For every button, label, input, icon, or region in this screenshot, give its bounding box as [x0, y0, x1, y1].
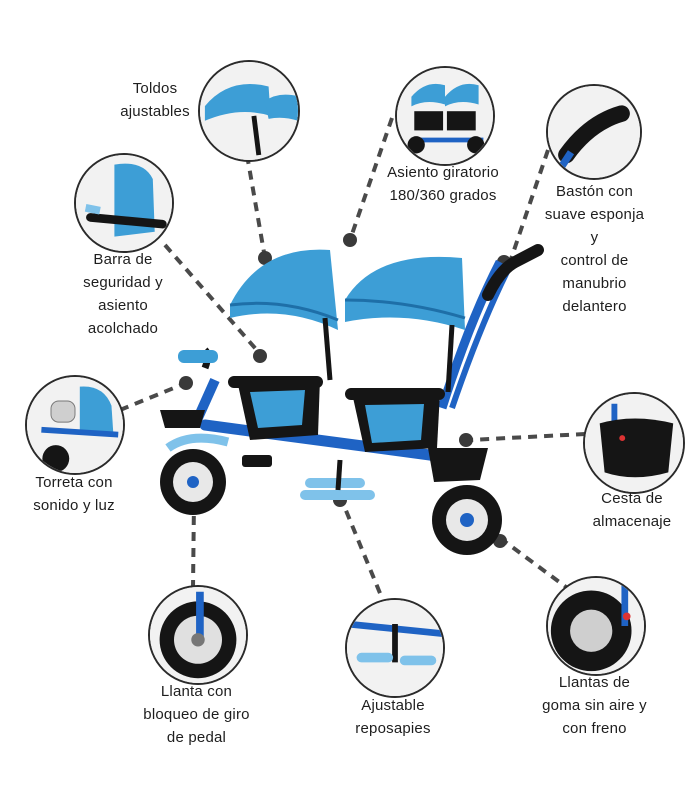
detail-turret-circle	[25, 375, 125, 475]
label-safety-bar: Barra de seguridad y asiento acolchado	[83, 251, 163, 337]
label-pedal-wheel: Llanta con bloqueo de giro de pedal	[143, 683, 250, 746]
label-canopy: Toldos ajustables	[120, 80, 190, 120]
label-swivel-seat: Asiento giratorio 180/360 grados	[387, 164, 499, 204]
detail-rear-tyre-circle	[546, 576, 646, 676]
detail-swivel-seat-circle	[395, 66, 495, 166]
detail-safety-bar-circle	[74, 153, 174, 253]
label-basket: Cesta de almacenaje	[592, 490, 672, 530]
detail-basket-circle	[583, 392, 685, 494]
label-push-handle: Bastón con suave esponja y control de ma…	[544, 183, 645, 315]
label-turret: Torreta con sonido y luz	[33, 474, 115, 514]
detail-footrest-circle	[345, 598, 445, 698]
label-footrest: Ajustable reposapies	[355, 697, 431, 737]
detail-pedal-wheel-circle	[148, 585, 248, 685]
detail-push-handle-circle	[546, 84, 642, 180]
label-rear-tyres: Llantas de goma sin aire y con freno	[542, 674, 647, 737]
detail-canopy-circle	[198, 60, 300, 162]
